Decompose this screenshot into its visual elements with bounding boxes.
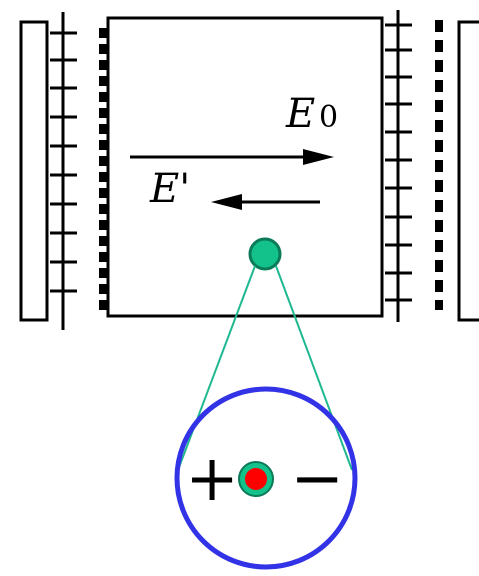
right-plate <box>457 20 479 322</box>
right-slab-charges <box>385 10 412 322</box>
negative-sign: − <box>290 442 344 516</box>
applied-field-arrow <box>130 149 334 165</box>
molecule <box>248 237 282 271</box>
positive-sign: + <box>185 442 239 516</box>
left-plate <box>19 20 49 322</box>
induced-field-label: E' <box>149 166 190 212</box>
applied-field-subscript: 0 <box>319 100 338 135</box>
leader-line-right <box>275 265 353 471</box>
left-plate-positive-charges <box>50 12 77 330</box>
magnifier-circle <box>174 386 358 570</box>
leader-line-left <box>177 265 256 471</box>
nucleus <box>245 468 267 490</box>
dielectric-slab <box>106 16 384 318</box>
applied-field-label: E <box>285 91 315 137</box>
induced-field-arrow <box>211 194 320 210</box>
